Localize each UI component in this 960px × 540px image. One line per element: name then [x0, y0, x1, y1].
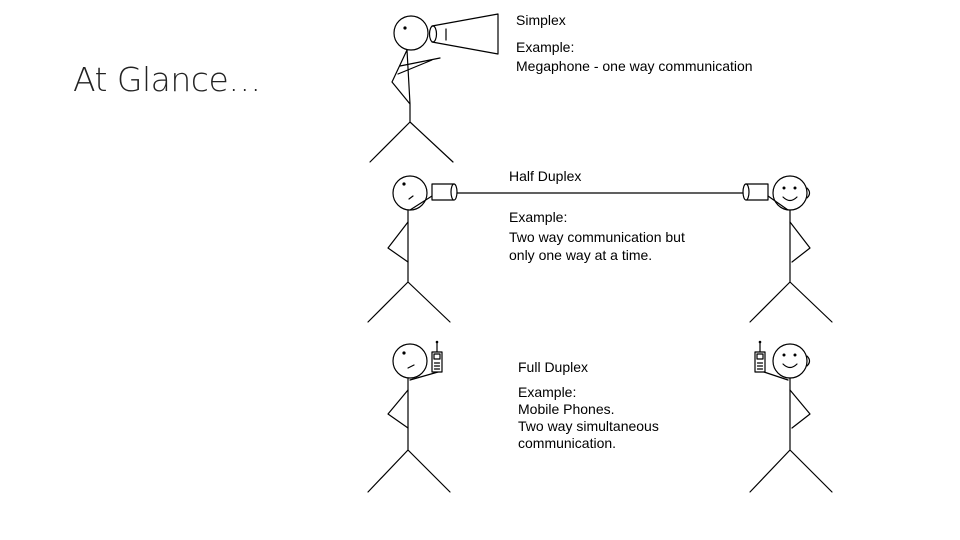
mobile-phone-left-icon [431, 340, 443, 373]
half-duplex-left-figure [367, 175, 451, 323]
half-duplex-right-figure [749, 175, 833, 323]
mobile-phone-right-icon [754, 340, 766, 373]
figure-arm [397, 57, 441, 75]
simplex-stick-figure [369, 15, 454, 163]
slide-title: At Glance… [73, 60, 261, 99]
figure-eye [403, 26, 407, 30]
full-duplex-left-figure [367, 343, 451, 493]
full-duplex-example-line-2: Two way simultaneous [518, 418, 659, 434]
full-duplex-example-label: Example: [518, 384, 576, 400]
half-duplex-example-line-2: only one way at a time. [509, 247, 652, 263]
full-duplex-example-line-1: Mobile Phones. [518, 401, 615, 417]
tin-can-left-icon [431, 183, 458, 201]
figure-head [393, 15, 429, 51]
tin-can-right-icon [742, 183, 769, 201]
full-duplex-example-line-3: communication. [518, 435, 616, 451]
full-duplex-heading: Full Duplex [518, 359, 588, 375]
simplex-example-label: Example: [516, 39, 574, 55]
half-duplex-heading: Half Duplex [509, 168, 581, 184]
simplex-example-text: Megaphone - one way communication [516, 58, 753, 74]
full-duplex-right-figure [749, 343, 833, 493]
half-duplex-example-label: Example: [509, 209, 567, 225]
figure-body [369, 49, 454, 163]
half-duplex-example-line-1: Two way communication but [509, 229, 685, 245]
simplex-heading: Simplex [516, 12, 566, 28]
megaphone-icon [428, 13, 499, 55]
